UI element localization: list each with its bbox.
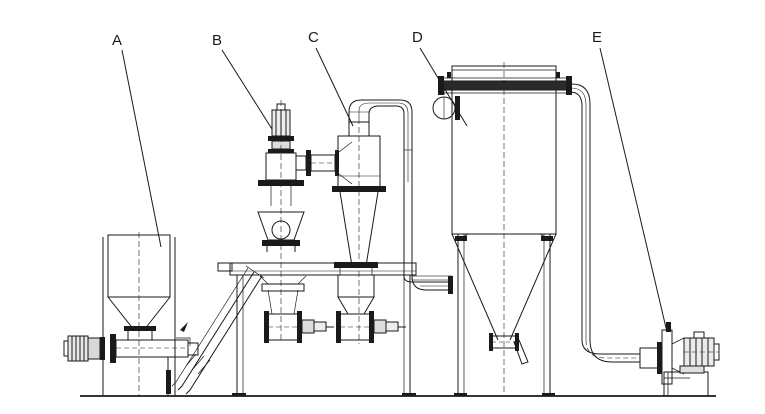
manifold-cap-left — [438, 76, 444, 95]
hopper-cone — [107, 296, 171, 331]
hopper-discharge-flange — [124, 326, 156, 331]
duct-inner-wall — [368, 105, 405, 182]
manifold-cap-right — [566, 76, 572, 95]
outlet-duct-bottom-inner — [581, 339, 640, 355]
duct-elbow-lower-inner — [403, 182, 452, 283]
rotary-airlock-valve-mill — [259, 275, 334, 343]
cyclone-barrel-flange — [332, 186, 386, 192]
cyclone-barrel — [337, 135, 381, 189]
chute-flange — [262, 240, 300, 246]
platform-edge-left — [217, 262, 233, 272]
air-classifier-mill — [258, 100, 353, 340]
cyclone-to-filter-duct — [348, 99, 453, 294]
filter-outlet-duct — [569, 83, 662, 374]
leader-lines — [121, 47, 668, 333]
cyclone-collector-barrel — [337, 274, 375, 298]
platform-deck — [229, 262, 417, 276]
cyclone-outlet-neck — [348, 121, 370, 137]
label-A: A — [112, 32, 122, 49]
component-labels: A B C D E — [112, 29, 602, 49]
fan-motor-terminal-box — [693, 331, 705, 339]
rotary-airlock-valve-cyclone — [334, 262, 406, 343]
label-E: E — [592, 29, 602, 46]
label-B: B — [212, 32, 222, 49]
mill-outlet-neck — [295, 155, 307, 171]
horizontal-screw-feeder — [63, 334, 199, 396]
label-C: C — [308, 29, 319, 46]
duct-outer-wall — [348, 99, 413, 182]
screw-flange-in — [110, 334, 116, 363]
screw-motor — [67, 335, 89, 362]
conveyor-tube-lower — [185, 275, 263, 395]
filter-cone — [451, 233, 557, 341]
outlet-duct-outer — [571, 83, 591, 340]
valve-motor-mill — [313, 321, 327, 332]
fan-motor-pedestal — [679, 365, 705, 374]
flow-arrow-small — [180, 322, 188, 332]
valve-gearbox-cyclone — [373, 319, 387, 334]
fan-casing-top-stub — [666, 322, 671, 332]
valve-gearbox-mill — [301, 319, 315, 334]
filter-discharge-chute — [513, 339, 529, 365]
fan-motor-shaft-cover — [713, 343, 720, 361]
support-platform — [217, 262, 417, 396]
valve-inlet-spool-mill — [261, 283, 305, 292]
cyclone-collector-flange — [334, 262, 378, 268]
receiver-bracket — [455, 96, 460, 120]
cyclone-collector-cone — [337, 296, 375, 315]
chute-rotor — [271, 220, 291, 240]
fan-inlet-spool — [639, 347, 659, 369]
duct-elbow-lower-outer — [411, 182, 452, 291]
cyclone-separator — [332, 118, 386, 344]
cyclone-cone — [339, 191, 379, 267]
leader-C — [315, 47, 354, 127]
conveyor-tube-upper — [177, 271, 255, 391]
outlet-duct-bottom-outer — [589, 339, 640, 363]
cyclone-inlet-transition — [338, 141, 353, 185]
motor-fan-cover — [63, 340, 69, 357]
conveyor-hatching — [185, 353, 211, 375]
valve-motor-cyclone — [385, 321, 399, 332]
duct-filter-flange — [448, 276, 453, 294]
fan-inlet-flange — [657, 342, 662, 374]
outlet-duct-inner — [569, 91, 583, 340]
screw-gearbox — [87, 337, 101, 360]
conveyor-tube-outer — [171, 267, 249, 387]
leader-B — [221, 49, 278, 138]
induced-draft-fan — [661, 322, 720, 397]
inclined-screw-conveyor — [166, 265, 265, 395]
screw-trough — [115, 339, 189, 358]
label-D: D — [412, 29, 423, 46]
duct-centerline-path — [358, 102, 409, 182]
feed-chute-hopper — [257, 211, 305, 252]
leader-A — [121, 49, 162, 248]
leader-E — [599, 47, 668, 333]
pulse-jet-manifold — [441, 80, 569, 91]
pulse-jet-bag-filter — [432, 62, 572, 396]
outlet-duct-center — [570, 87, 587, 340]
feed-hopper-assembly — [102, 232, 176, 396]
